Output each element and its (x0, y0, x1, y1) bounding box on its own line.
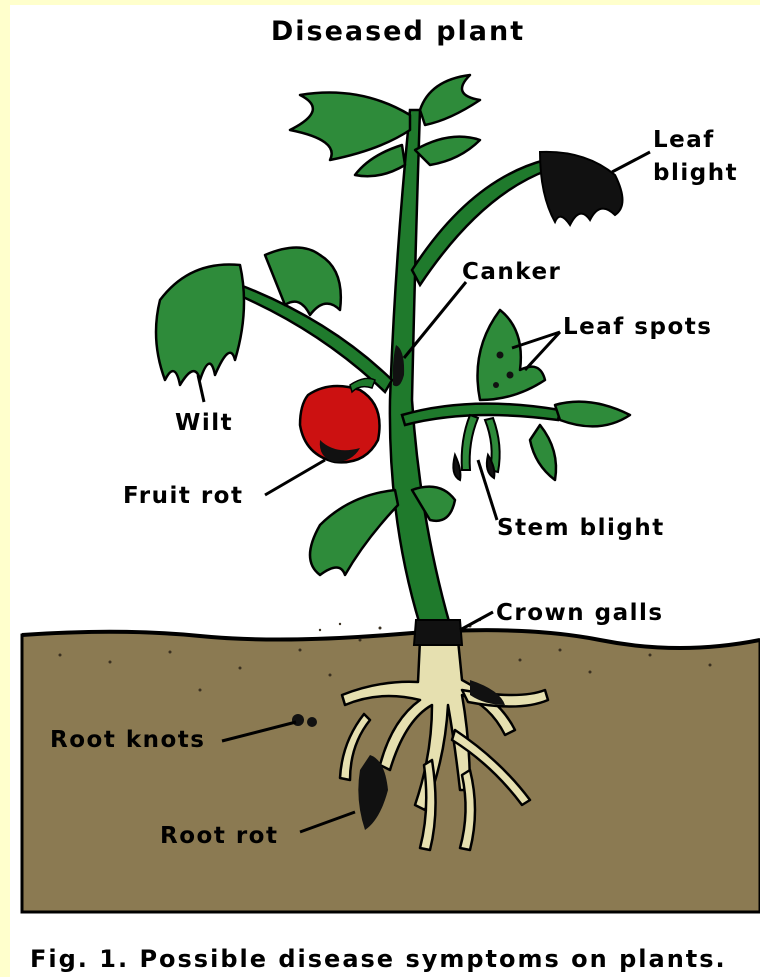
label-wilt: Wilt (175, 410, 233, 436)
top-leaves (290, 75, 480, 176)
crown-gall (414, 620, 462, 645)
label-leaf-blight-line1: Leaf (653, 127, 715, 153)
label-root-knots: Root knots (50, 727, 205, 753)
label-leaf-spots: Leaf spots (563, 314, 712, 340)
wilted-leaves (156, 248, 341, 386)
label-stem-blight: Stem blight (497, 515, 665, 541)
label-leaf-blight-line2: blight (653, 160, 738, 186)
stem-blight (453, 415, 499, 480)
blighted-leaf (540, 152, 623, 225)
diagram-title: Diseased plant (271, 16, 525, 47)
tomato-fruit (300, 378, 380, 462)
label-root-rot: Root rot (160, 823, 278, 849)
branch-right (402, 404, 560, 425)
label-canker: Canker (462, 259, 561, 285)
label-fruit-rot: Fruit rot (123, 483, 243, 509)
label-crown-galls: Crown galls (496, 600, 664, 626)
figure-caption: Fig. 1. Possible disease symptoms on pla… (30, 945, 727, 973)
